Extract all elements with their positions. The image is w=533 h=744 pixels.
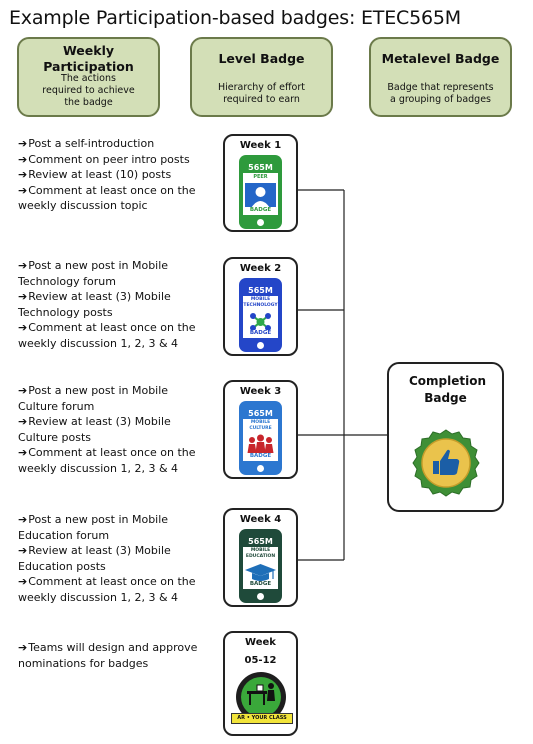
week-label: Week 1 — [239, 140, 282, 151]
task-list-week-1: ➔Post a self-introduction ➔Comment on pe… — [18, 136, 208, 214]
task-item: ➔Teams will design and approve nominatio… — [18, 641, 198, 670]
mobile-education-badge: 565M MOBILE EDUCATION BADGE — [239, 529, 282, 603]
header-title: Level Badge — [218, 51, 305, 66]
mobile-technology-badge: 565M MOBILE TECHNOLOGY BADGE — [239, 278, 282, 352]
task-item: ➔Post a new post in Mobile Technology fo… — [18, 259, 169, 288]
week-label: Week — [245, 637, 276, 648]
task-list-weeks-05-12: ➔Teams will design and approve nominatio… — [18, 640, 208, 671]
desk-icon — [236, 672, 286, 722]
header-desc: Badge that represents a grouping of badg… — [387, 82, 494, 105]
task-item: ➔Post a new post in Mobile Education for… — [18, 513, 169, 542]
task-item: ➔Comment at least once on the weekly dis… — [18, 183, 196, 213]
week-label: Week 2 — [239, 263, 282, 274]
badge-card-week-3: Week 3 565M MOBILE CULTURE BADGE — [223, 380, 298, 479]
header-desc: The actions required to achieve the badg… — [42, 73, 135, 108]
completion-label: Completion Badge — [409, 374, 487, 405]
person-icon — [245, 183, 276, 209]
task-item: ➔Review at least (3) Mobile Education po… — [18, 544, 171, 573]
header-metalevel-badge: Metalevel Badge Badge that represents a … — [369, 37, 512, 117]
task-item: ➔Post a new post in Mobile Culture forum — [18, 384, 169, 413]
peer-badge: 565M PEER BADGE — [239, 155, 282, 229]
header-weekly-participation: Weekly Participation The actions require… — [17, 37, 160, 117]
task-item: ➔Comment on peer intro posts — [18, 152, 190, 166]
task-list-week-2: ➔Post a new post in Mobile Technology fo… — [18, 258, 208, 351]
task-item: ➔Comment at least once on the weekly dis… — [18, 321, 196, 350]
header-title: Weekly Participation — [43, 43, 134, 74]
badge-card-week-4: Week 4 565M MOBILE EDUCATION BADGE — [223, 508, 298, 607]
graduation-cap-icon — [245, 564, 276, 581]
header-title: Metalevel Badge — [381, 51, 500, 66]
thumbs-up-icon — [412, 429, 480, 497]
mobile-culture-badge: 565M MOBILE CULTURE BADGE — [239, 401, 282, 475]
task-item: ➔Comment at least once on the weekly dis… — [18, 575, 196, 604]
header-desc: Hierarchy of effort required to earn — [218, 82, 305, 105]
badge-card-week-1: Week 1 565M PEER BADGE — [223, 134, 298, 232]
week-label: Week 4 — [239, 514, 282, 525]
class-ribbon: AR • YOUR CLASS — [231, 713, 293, 724]
badge-card-week-2: Week 2 565M MOBILE TECHNOLOGY BADGE — [223, 257, 298, 356]
task-item: ➔Post a self-introduction — [18, 137, 155, 150]
task-list-week-4: ➔Post a new post in Mobile Education for… — [18, 512, 208, 605]
completion-badge-card: Completion Badge — [387, 362, 504, 512]
badge-card-weeks-05-12: Week 05-12 AR • YOUR CLASS — [223, 631, 298, 736]
task-item: ➔Review at least (3) Mobile Technology p… — [18, 290, 171, 319]
week-range: 05-12 — [244, 655, 277, 666]
header-level-badge: Level Badge Hierarchy of effort required… — [190, 37, 333, 117]
page-title: Example Participation-based badges: ETEC… — [9, 7, 461, 29]
task-list-week-3: ➔Post a new post in Mobile Culture forum… — [18, 383, 208, 476]
task-item: ➔Review at least (10) posts — [18, 168, 172, 181]
task-item: ➔Comment at least once on the weekly dis… — [18, 446, 196, 475]
week-label: Week 3 — [239, 386, 282, 397]
task-item: ➔Review at least (3) Mobile Culture post… — [18, 415, 171, 444]
network-icon — [250, 313, 271, 331]
